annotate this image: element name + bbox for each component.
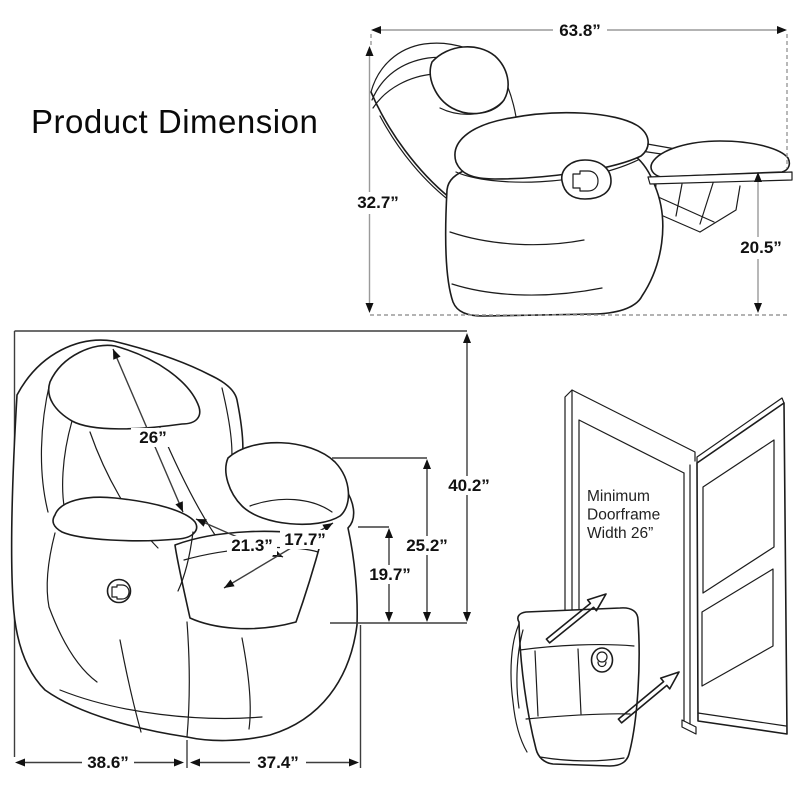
front-seat-depth-label: 17.7” (284, 530, 326, 549)
doorframe-diagram: Minimum Doorframe Width 26” (510, 389, 788, 767)
doorframe-art (510, 389, 788, 767)
side-view-diagram: 63.8” 32.7” 20.5” (353, 21, 793, 317)
recliner-side-art (370, 42, 793, 317)
through-door-arrow-lower (617, 671, 680, 724)
side-overall-height-label: 32.7” (357, 193, 399, 212)
front-arm-height-label: 25.2” (406, 536, 448, 555)
doorframe-note-line-1: Minimum (587, 488, 650, 505)
side-footrest-height-label: 20.5” (740, 238, 782, 257)
front-overall-height-label: 40.2” (448, 476, 490, 495)
side-overall-length-label: 63.8” (559, 21, 601, 40)
doorframe-note: Minimum Doorframe Width 26” (587, 488, 660, 542)
through-door-arrow-upper (545, 593, 607, 644)
side-view-dimensions: 63.8” 32.7” 20.5” (353, 21, 790, 316)
front-seat-width-label: 21.3” (231, 536, 273, 555)
front-back-width-label: 26” (139, 428, 166, 447)
front-view-diagram: 26” 21.3” 17.7” 40.2” 25.2” 19.7” 38.6” … (10, 330, 494, 772)
front-view-dimensions: 26” 21.3” 17.7” 40.2” 25.2” 19.7” 38.6” … (15, 333, 494, 772)
front-base-depth-label: 37.4” (257, 753, 299, 772)
doorframe-note-line-3: Width 26” (587, 525, 653, 542)
front-seat-height-label: 19.7” (369, 565, 411, 584)
doorframe-note-line-2: Doorframe (587, 507, 660, 524)
front-base-width-label: 38.6” (87, 753, 129, 772)
recliner-front-art (10, 339, 358, 742)
page-title: Product Dimension (31, 103, 319, 140)
